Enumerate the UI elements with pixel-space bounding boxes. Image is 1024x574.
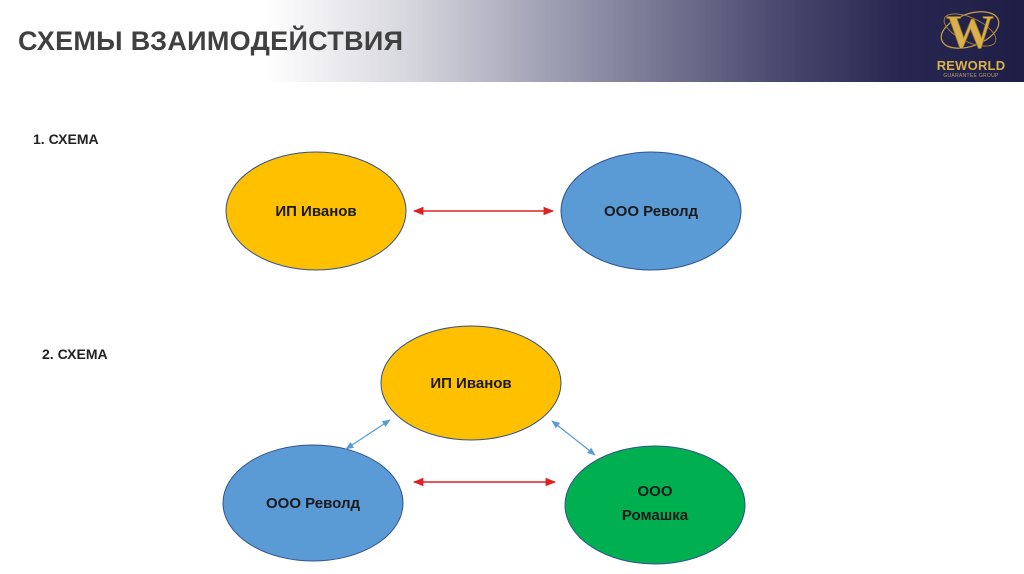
scheme2-node-ooo-romashka-label-line1: ООО [637, 483, 672, 500]
reworld-logo: W [940, 6, 1000, 59]
logo-subtitle: GUARANTEE GROUP [943, 73, 999, 79]
scheme1-node-ooo-revold-label: ООО Револд [604, 203, 698, 220]
logo-letter: W [946, 6, 994, 59]
scheme2-arrow-ivanov-revold [345, 419, 391, 450]
scheme2-node-ip-ivanov-label: ИП Иванов [430, 375, 511, 392]
logo-word: REWORLD [936, 58, 1006, 73]
page-title: СХЕМЫ ВЗАИМОДЕЙСТВИЯ [18, 26, 404, 56]
scheme2-arrow-ivanov-romashka [551, 420, 596, 456]
scheme2-node-ooo-revold [222, 444, 404, 562]
scheme2-label: 2. СХЕМА [42, 346, 108, 362]
scheme2-node-ooo-romashka [564, 445, 746, 565]
scheme2-node-ooo-revold-label: ООО Револд [266, 495, 360, 512]
scheme1-node-ooo-revold [560, 151, 742, 271]
scheme2-node-ooo-romashka-label-line2: Ромашка [622, 507, 689, 524]
scheme2-node-ip-ivanov [380, 325, 562, 441]
scheme1-node-ip-ivanov [225, 151, 407, 271]
scheme1-label: 1. СХЕМА [33, 131, 99, 147]
header-band [0, 0, 1024, 82]
scheme1-node-ip-ivanov-label: ИП Иванов [275, 203, 356, 220]
